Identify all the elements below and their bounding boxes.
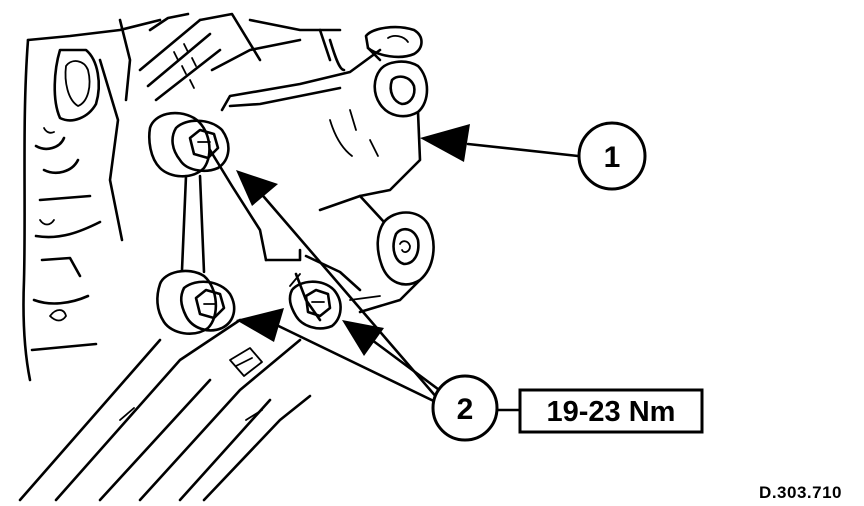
engine-block-drawing — [22, 12, 346, 382]
engine-mount-bracket — [208, 25, 435, 322]
upper-bolt — [148, 111, 230, 178]
callout-1: 1 — [577, 121, 647, 191]
bracket-bolt — [288, 273, 342, 330]
callout-2-leaders — [236, 170, 452, 408]
subframe-rails — [18, 318, 312, 502]
callout-2: 2 — [431, 374, 522, 442]
callout-2-number: 2 — [457, 393, 474, 426]
figure-reference-code: D.303.710 — [759, 483, 842, 502]
torque-spec-box: 19-23 Nm — [518, 388, 704, 434]
callout-1-number: 1 — [604, 141, 621, 174]
torque-spec-label: 19-23 Nm — [547, 396, 676, 428]
lower-bolt — [156, 269, 236, 335]
callout-1-leader — [420, 124, 580, 162]
torque-link — [180, 174, 206, 274]
